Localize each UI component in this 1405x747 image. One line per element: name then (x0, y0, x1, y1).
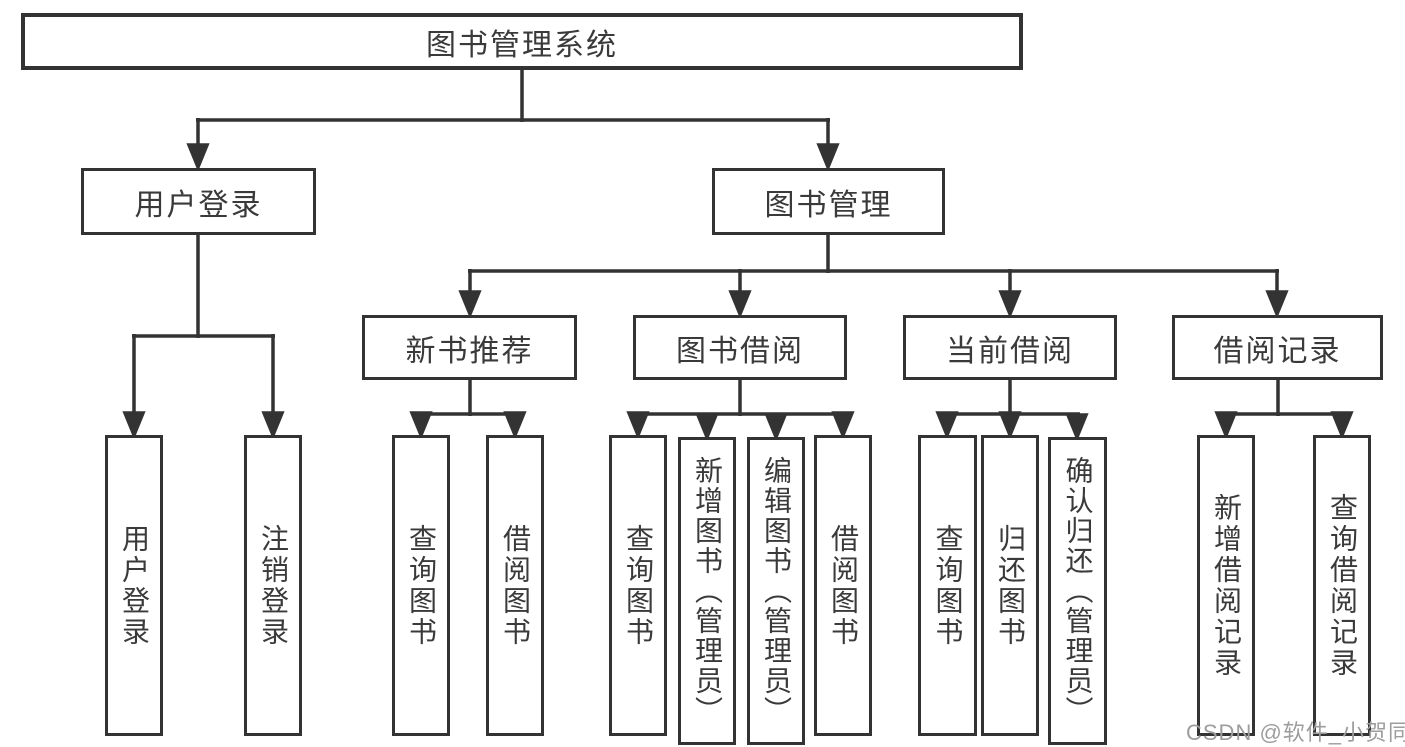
connector-current-borrow-to-leaves (935, 378, 1089, 442)
arrowhead (1265, 290, 1289, 319)
node-library-management-system: 图书管理系统 (21, 13, 1023, 70)
arrowhead (1065, 413, 1089, 442)
arrowhead (458, 290, 482, 319)
leaf-borrow-books-borrowing: 借阅图书 (814, 435, 872, 736)
leaf-borrow-books-recommend: 借阅图书 (486, 435, 544, 736)
node-label: 编辑图书（管理员） (761, 456, 792, 726)
leaf-edit-books-admin: 编辑图书（管理员） (747, 437, 805, 745)
arrowhead (764, 413, 788, 442)
arrowhead (998, 411, 1022, 440)
arrowhead (261, 411, 285, 440)
node-label: 借阅图书 (828, 523, 859, 648)
arrowhead (831, 411, 855, 440)
node-label: 新增借阅记录 (1211, 492, 1242, 679)
node-label: 当前借阅 (946, 334, 1074, 368)
leaf-query-books-current: 查询图书 (918, 435, 977, 736)
node-label: 用户登录 (134, 188, 263, 222)
arrowhead (186, 143, 210, 172)
leaf-query-borrow-record: 查询借阅记录 (1313, 435, 1371, 736)
arrowhead (1214, 411, 1238, 440)
node-label: 查询图书 (623, 523, 654, 648)
node-label: 借阅图书 (500, 523, 531, 648)
node-label: 查询图书 (406, 523, 437, 648)
node-label: 借阅记录 (1213, 334, 1342, 368)
leaf-add-books-admin: 新增图书（管理员） (678, 437, 736, 745)
node-borrowing-records: 借阅记录 (1172, 315, 1383, 380)
arrowhead (816, 143, 840, 172)
arrowhead (503, 411, 527, 440)
node-label: 新书推荐 (405, 334, 534, 368)
leaf-return-books: 归还图书 (981, 435, 1039, 736)
node-user-login: 用户登录 (81, 168, 316, 235)
node-label: 图书管理 (764, 188, 893, 222)
arrowhead (998, 290, 1022, 319)
connector-book-mgmt-to-level3 (458, 233, 1289, 319)
node-new-book-recommendation: 新书推荐 (362, 315, 577, 380)
leaf-logout: 注销登录 (244, 435, 302, 736)
leaf-query-books-recommend: 查询图书 (392, 435, 450, 736)
node-label: 查询图书 (932, 523, 964, 648)
node-book-borrowing: 图书借阅 (633, 315, 847, 380)
node-label: 确认归还（管理员） (1062, 456, 1094, 726)
connector-new-books-to-leaves (409, 378, 527, 440)
leaf-user-login: 用户登录 (105, 435, 163, 736)
arrowhead (1330, 411, 1354, 440)
connector-root-to-level2 (186, 70, 840, 172)
leaf-confirm-return-admin: 确认归还（管理员） (1048, 437, 1107, 745)
connector-user-login-to-leaves (122, 235, 285, 440)
arrowhead (626, 411, 650, 440)
connector-book-borrow-to-leaves (626, 378, 855, 442)
arrowhead (935, 411, 959, 440)
arrowhead (409, 411, 433, 440)
node-book-management: 图书管理 (712, 168, 945, 235)
arrowhead (122, 411, 146, 440)
node-label: 用户登录 (119, 523, 150, 648)
node-label: 注销登录 (258, 523, 289, 648)
node-label: 图书借阅 (676, 334, 804, 368)
csdn-watermark: CSDN @软件_小贺同学 (1186, 720, 1405, 745)
arrowhead (695, 413, 719, 442)
node-label: 归还图书 (995, 523, 1026, 648)
node-current-borrowing: 当前借阅 (903, 315, 1117, 380)
node-label: 新增图书（管理员） (692, 456, 723, 726)
leaf-add-borrow-record: 新增借阅记录 (1197, 435, 1255, 736)
leaf-query-books-borrowing: 查询图书 (609, 435, 667, 736)
node-label: 查询借阅记录 (1327, 492, 1358, 679)
arrowhead (728, 290, 752, 319)
connector-borrow-records-to-leaves (1214, 378, 1354, 440)
node-label: 图书管理系统 (426, 28, 618, 62)
